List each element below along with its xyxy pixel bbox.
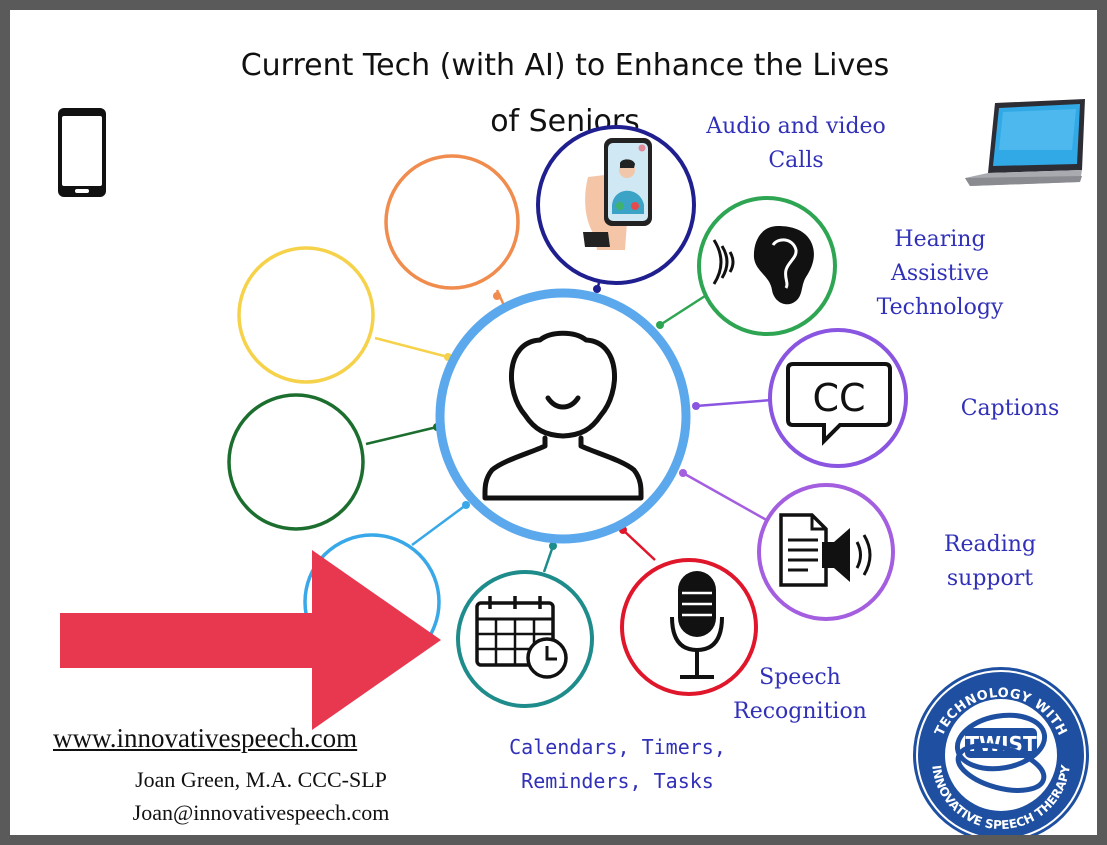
- closed-captions-icon: CC: [786, 362, 892, 446]
- label-audio-video-calls: Audio and video Calls: [686, 110, 906, 178]
- label-line: Technology: [876, 295, 1004, 320]
- label-line: Captions: [960, 396, 1060, 421]
- connector-speech: [622, 529, 656, 561]
- label-line: Calendars, Timers,: [509, 735, 726, 759]
- microphone-icon: [670, 571, 724, 679]
- author-name: Joan Green, M.A. CCC-SLP: [135, 767, 387, 792]
- laptop-icon: [965, 99, 1085, 186]
- label-captions: Captions: [935, 392, 1085, 426]
- label-line: support: [946, 566, 1034, 591]
- connector-calendar: [542, 545, 555, 573]
- label-line: Speech: [759, 665, 841, 690]
- document-speaker-icon: [779, 513, 872, 587]
- connector-reading: [682, 471, 771, 524]
- video-call-phone-icon: [583, 138, 652, 250]
- title-line-1: Current Tech (with AI) to Enhance the Li…: [240, 48, 890, 83]
- dot-reading: [679, 469, 687, 477]
- connector-yellow: [374, 336, 449, 359]
- connector-light-blue: [411, 503, 467, 547]
- red-arrow: [60, 550, 441, 730]
- label-hearing-assistive-technology: Hearing Assistive Technology: [840, 223, 1040, 325]
- label-line: Hearing: [894, 227, 986, 252]
- dot-captions: [692, 402, 700, 410]
- slide: Current Tech (with AI) to Enhance the Li…: [10, 10, 1097, 835]
- empty-circle-yellow: [237, 246, 375, 384]
- label-calendars-timers: Calendars, Timers, Reminders, Tasks: [490, 730, 745, 798]
- ear-icon: [712, 226, 814, 305]
- center-person-circle: [435, 288, 691, 544]
- dot-calendar: [549, 542, 557, 550]
- label-line: Reminders, Tasks: [521, 769, 714, 793]
- cc-text: CC: [812, 376, 865, 420]
- dot-hearing: [656, 321, 664, 329]
- calendar-clock-icon: [475, 596, 568, 679]
- dot-calls: [593, 285, 601, 293]
- website-link[interactable]: www.innovativespeech.com: [53, 723, 358, 753]
- twist-logo: TECHNOLOGY WITH INNOVATIVE SPEECH THERAP…: [913, 667, 1089, 835]
- label-reading-support: Reading support: [915, 528, 1065, 596]
- connector-hearing: [659, 294, 706, 327]
- label-line: Assistive: [890, 261, 990, 286]
- label-line: Recognition: [733, 699, 867, 724]
- author-email[interactable]: Joan@innovativespeech.com: [132, 800, 390, 825]
- label-speech-recognition: Speech Recognition: [720, 661, 880, 729]
- empty-circle-orange: [384, 154, 520, 290]
- dot-light-blue: [462, 501, 470, 509]
- label-line: Reading: [943, 532, 1037, 557]
- dot-orange: [493, 292, 501, 300]
- person-icon: [482, 330, 644, 501]
- connector-dark-green: [365, 425, 438, 446]
- page-title: Current Tech (with AI) to Enhance the Li…: [10, 38, 1097, 150]
- smartphone-icon: [58, 108, 106, 197]
- connector-captions: [695, 398, 773, 408]
- label-line: Calls: [768, 148, 824, 173]
- empty-circle-dark-green: [227, 393, 365, 531]
- label-line: Audio and video: [706, 114, 886, 139]
- tech-diagram: CC: [58, 99, 1089, 835]
